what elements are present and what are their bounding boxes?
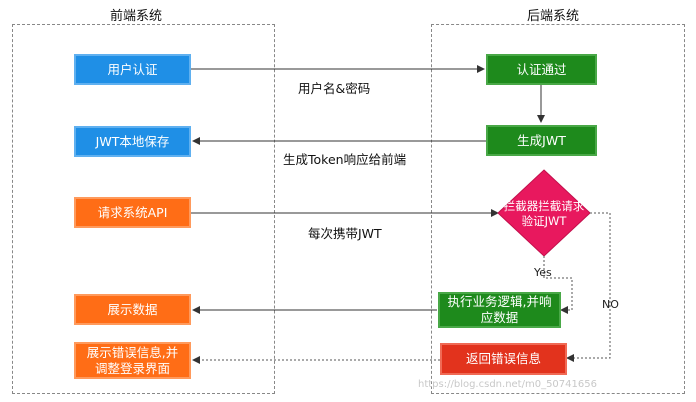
node-show-error: 展示错误信息,并调整登录界面 [74,342,191,379]
label-no: NO [602,298,619,311]
edge-yes [543,256,573,314]
node-execute-business: 执行业务逻辑,并响应数据 [438,292,561,328]
node-jwt-local-store: JWT本地保存 [74,126,191,157]
label-credentials: 用户名&密码 [298,81,371,96]
node-user-auth: 用户认证 [74,54,191,85]
decision-label-line1: 拦截器拦截请求 [503,199,585,213]
edge-no [566,212,611,362]
frontend-title: 前端系统 [110,9,163,24]
backend-title: 后端系统 [527,9,580,24]
label-yes: Yes [534,266,552,279]
node-auth-pass: 认证通过 [486,54,597,85]
node-request-api: 请求系统API [74,197,191,228]
backend-region [431,24,685,394]
label-carry-jwt: 每次携带JWT [308,226,382,241]
node-return-error: 返回错误信息 [440,343,567,375]
decision-label: 拦截器拦截请求 验证JWT [500,199,588,229]
node-show-data: 展示数据 [74,294,191,325]
node-generate-jwt: 生成JWT [486,125,597,156]
decision-label-line2: 验证JWT [521,213,567,228]
watermark: https://blog.csdn.net/m0_50741656 [418,379,597,390]
frontend-region [12,24,275,394]
label-token-response: 生成Token响应给前端 [283,152,407,167]
